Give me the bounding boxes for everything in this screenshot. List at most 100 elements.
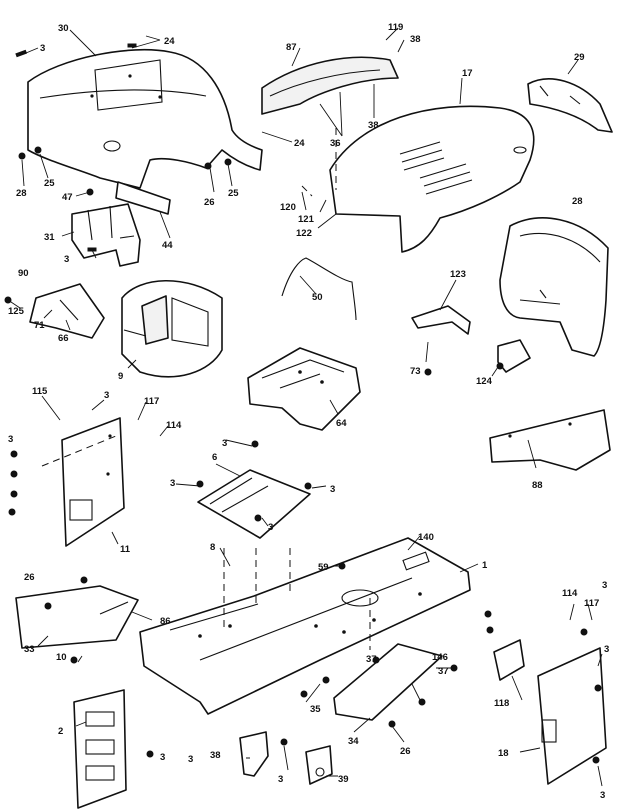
callout-label: 35 [310,704,321,715]
callout-label: 3 [160,752,165,763]
callout-label: 3 [188,754,193,765]
battery-tray-part-6 [197,469,311,539]
callout-label: 87 [286,42,297,53]
callout-labels: 3 30 24 87 119 38 17 29 24 36 38 28 25 2… [8,22,609,801]
side-plate-part-18 [537,647,607,785]
hood-part-30 [27,49,263,189]
callout-label: 3 [602,580,607,591]
callout-label: 38 [210,750,221,761]
dash-bracket-part-31 [71,181,171,267]
callout-label: 29 [574,52,585,63]
callout-label: 90 [18,268,29,279]
callout-label: 25 [44,178,55,189]
callout-label: 115 [32,386,48,397]
dash-housing-part-9 [121,280,223,378]
callout-label: 34 [348,736,359,747]
callout-label: 119 [388,22,403,33]
callout-label: 26 [204,197,215,208]
callout-label: 3 [600,790,605,801]
callout-label: 114 [166,420,182,431]
callout-label: 18 [498,748,509,759]
callout-label: 3 [40,43,45,54]
callout-label: 88 [532,480,543,491]
callout-label: 118 [494,698,509,709]
callout-label: 1 [482,560,488,571]
callout-label: 8 [210,542,215,553]
panel-part-90 [29,283,105,339]
callout-label: 3 [64,254,69,265]
bracket-part-118 [493,639,525,681]
bracket-part-38 [239,731,269,777]
callout-label: 125 [8,306,25,317]
bracket-part-124 [497,339,531,373]
frame-part-1 [139,537,471,715]
side-panel-part-28 [499,217,609,357]
bracket-part-39 [305,745,333,785]
callout-label: 66 [58,333,69,344]
plate-part-88 [489,409,611,471]
callout-label: 9 [118,371,123,382]
bracket-part-123 [411,305,471,335]
callout-label: 3 [278,774,283,785]
callout-leaders [7,27,603,787]
callout-label: 114 [562,588,578,599]
dash-line [41,435,117,467]
callout-label: 25 [228,188,239,199]
callout-label: 3 [8,434,13,445]
callout-label: 50 [312,292,323,303]
callout-label: 59 [318,562,329,573]
callout-label: 3 [170,478,175,489]
callout-label: 3 [222,438,227,449]
callout-label: 3 [604,644,609,655]
callout-label: 3 [268,522,273,533]
grille-insert-part-87 [261,56,399,115]
callout-label: 37 [366,654,377,665]
callout-label: 117 [144,396,159,407]
callout-label: 86 [160,616,171,627]
callout-label: 3 [104,390,109,401]
callout-label: 17 [462,68,473,79]
callout-label: 47 [62,192,73,203]
callout-label: 120 [280,202,296,213]
callout-label: 30 [58,23,69,34]
callout-label: 124 [476,376,493,387]
grille-part-17 [329,105,535,253]
callout-label: 44 [162,240,173,251]
callout-label: 11 [120,544,131,555]
callout-label: 3 [330,484,335,495]
callout-label: 10 [56,652,67,663]
callout-label: 73 [410,366,421,377]
assembly-lines [223,128,371,650]
callout-label: 24 [164,36,175,47]
callout-label: 117 [584,598,599,609]
callout-label: 31 [44,232,55,243]
callout-label: 26 [24,572,35,583]
callout-label: 33 [24,644,35,655]
callout-label: 36 [330,138,341,149]
callout-label: 24 [294,138,305,149]
side-plate-part-11 [61,417,125,547]
callout-label: 39 [338,774,349,785]
callout-label: 28 [572,196,583,207]
callout-label: 140 [418,532,434,543]
callout-label: 121 [298,214,315,225]
cable-part-50 [281,257,357,321]
callout-label: 38 [368,120,379,131]
callout-label: 28 [16,188,27,199]
callout-label: 2 [58,726,63,737]
callout-label: 146 [432,652,448,663]
callout-label: 123 [450,269,466,280]
callout-label: 64 [336,418,347,429]
callout-label: 122 [296,228,312,239]
callout-label: 71 [34,320,45,331]
shield-part-34 [333,643,443,721]
callout-label: 6 [212,452,217,463]
callout-label: 38 [410,34,421,45]
front-plate-part-2 [73,689,127,809]
skid-plate-part-33 [15,585,139,649]
support-part-64 [247,347,361,431]
cover-part-29 [527,78,613,133]
callout-label: 26 [400,746,411,757]
callout-label: 37 [438,666,449,677]
